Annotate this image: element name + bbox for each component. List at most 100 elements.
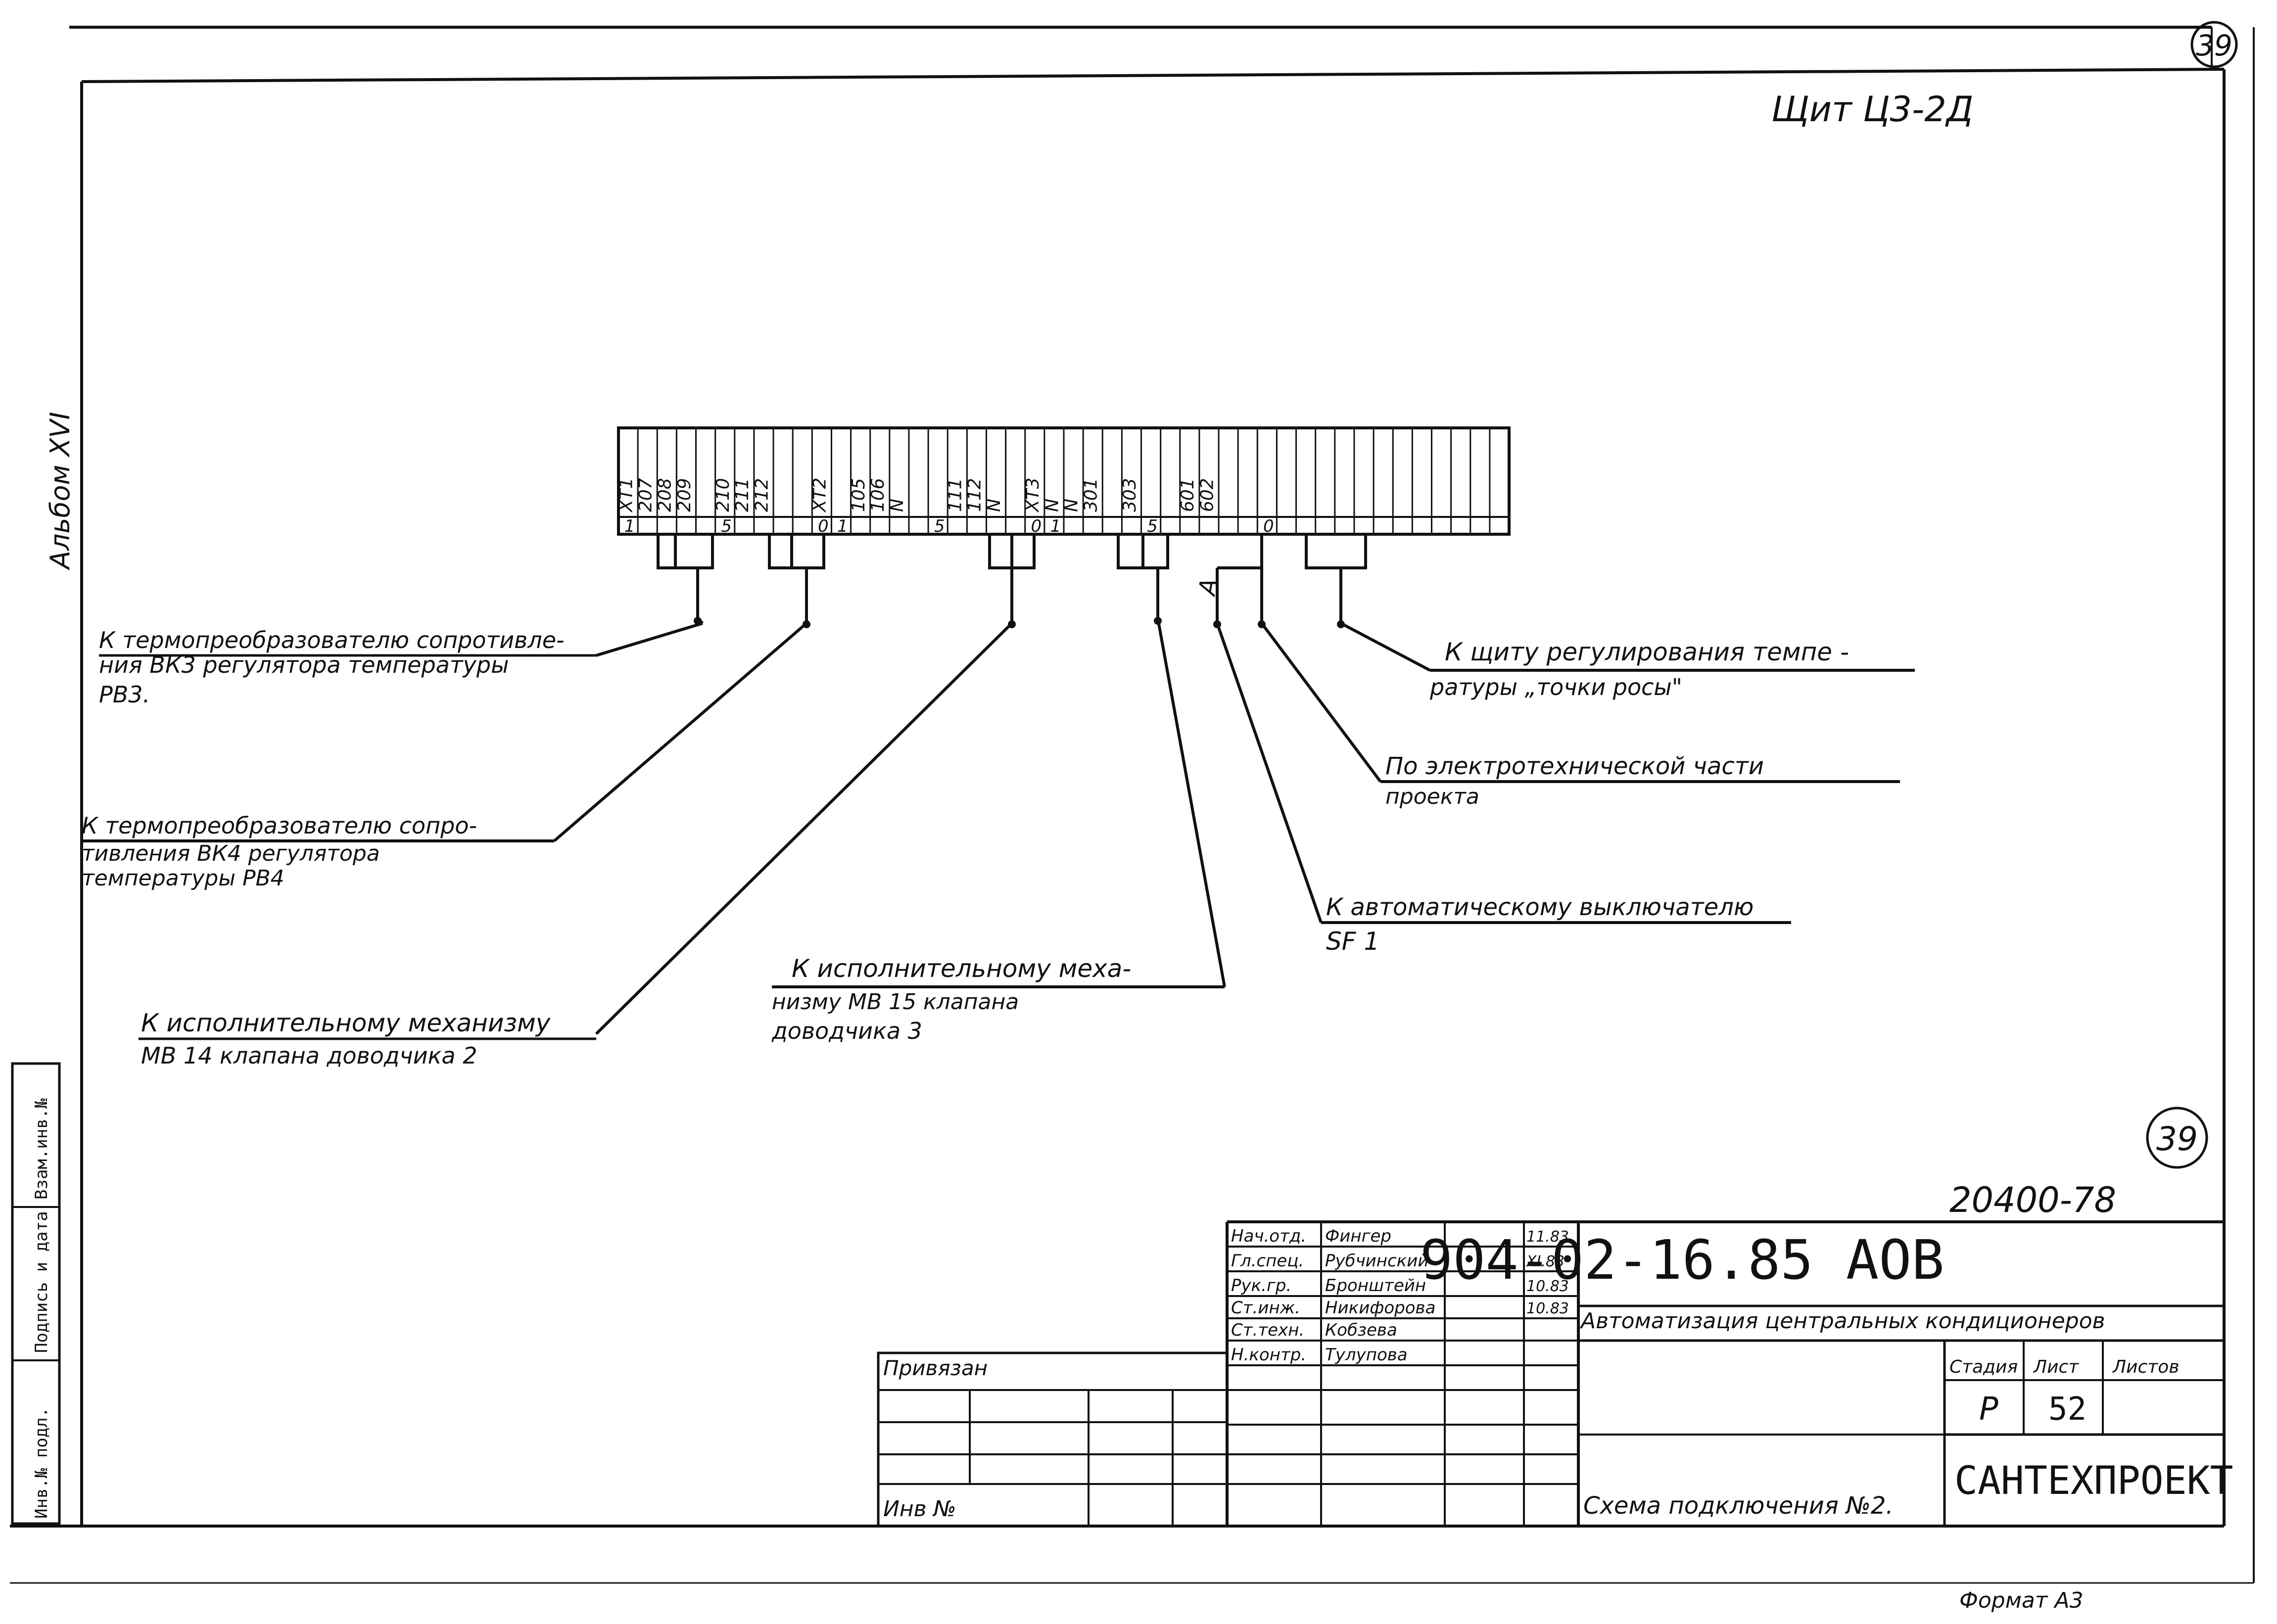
callout-3-line-1: К исполнительному механизму (141, 1009, 551, 1037)
terminal-top-label: 211 (732, 478, 753, 512)
callout-2: К термопреобразователю сопро- тивления В… (82, 812, 477, 891)
terminal-top-label: 111 (946, 478, 966, 512)
side-stamp-replace: Взам.инв.№ (32, 1098, 51, 1200)
callout-5-line-1: К щиту регулирования темпе - (1445, 638, 1849, 666)
terminal-bottom-label: 1 (1050, 516, 1061, 536)
privyazan-label: Привязан (883, 1356, 988, 1380)
callout-5-line-2: ратуры „точки росы" (1429, 674, 1682, 700)
callout-4-line-1: К исполнительному меха- (792, 954, 1131, 983)
doc-code: 904-02-16.85 АОВ (1420, 1228, 1945, 1292)
terminal-bottom-label: 1 (624, 516, 635, 536)
sheet-number-repeat: 39 (2156, 1120, 2198, 1158)
sheet-header: Лист (2033, 1357, 2079, 1377)
role-label: Н.контр. (1231, 1345, 1306, 1365)
terminal-top-label: 105 (849, 478, 869, 512)
role-date: 10.83 (1526, 1300, 1569, 1317)
callout-4-line-3: доводчика 3 (771, 1018, 922, 1044)
terminal-top-label: 210 (713, 478, 733, 512)
format-label: Формат А3 (1959, 1588, 2084, 1613)
callout-3-line-2: МВ 14 клапана доводчика 2 (141, 1042, 477, 1069)
terminal-bottom-label: 5 (934, 516, 945, 536)
terminal-top-label: 209 (674, 478, 695, 512)
callout-6-line-1: По электротехнической части (1385, 752, 1764, 780)
terminal-top-label: N (887, 499, 907, 512)
terminal-top-label: 601 (1178, 478, 1198, 512)
callout-2-line-2: тивления ВК4 регулятора (82, 841, 380, 866)
terminal-top-label: 212 (752, 478, 772, 512)
project-title: Автоматизация центральных кондиционеров (1579, 1308, 2105, 1334)
title-block (877, 1220, 2224, 1528)
panel-title: Щит Ц3-2Д (1771, 89, 1973, 130)
callout-1-line-2: ния ВК3 регулятора температуры (99, 651, 509, 678)
drawing-name: Схема подключения №2. (1583, 1492, 1894, 1520)
sheet-number-badge-repeat: 39 (2146, 1107, 2208, 1169)
role-name: Кобзева (1325, 1320, 1397, 1340)
terminal-bottom-label: 0 (818, 516, 829, 536)
role-date: 10.83 (1526, 1278, 1569, 1295)
role-date: XI.83 (1525, 1253, 1565, 1270)
sheet-value: 52 (2048, 1391, 2087, 1428)
terminal-bottom-label: 0 (1031, 516, 1042, 536)
sheet-number: 39 (2196, 29, 2232, 62)
sheet-frame (10, 26, 2255, 1584)
terminal-top-label: XT2 (810, 477, 830, 513)
callout-7-line-2: SF 1 (1326, 927, 1379, 956)
terminal-bottom-label: 5 (721, 516, 732, 536)
role-label: Ст.инж. (1231, 1298, 1300, 1318)
side-stamp: Инв.№ подл. Подпись и дата Взам.инв.№ (11, 1062, 61, 1525)
terminal-bottom-label: 1 (837, 516, 848, 536)
order-number: 20400-78 (1949, 1180, 2116, 1220)
wire-ends (694, 617, 1345, 628)
role-name: Фингер (1325, 1226, 1391, 1246)
terminal-top-label: XT3 (1023, 477, 1043, 513)
stage-value: Р (1979, 1391, 1998, 1428)
terminal-cells (637, 428, 1491, 534)
callout-4-line-2: низму МВ 15 клапана (772, 989, 1019, 1015)
terminal-top-label: 106 (868, 478, 888, 512)
role-name: Тулупова (1325, 1345, 1408, 1365)
terminal-top-label: 207 (636, 478, 656, 512)
terminal-top-label: 208 (655, 478, 675, 512)
organization: САНТЕХПРОЕКТ (1954, 1459, 2233, 1503)
callout-6: По электротехнической части проекта (1385, 752, 1764, 809)
stage-header: Стадия (1949, 1357, 2018, 1377)
callout-6-line-2: проекта (1385, 784, 1479, 809)
role-date: 11.83 (1526, 1228, 1569, 1246)
callout-2-line-1: К термопреобразователю сопро- (82, 812, 477, 839)
callout-7: К автоматическому выключателю SF 1 (1326, 893, 1754, 956)
callout-5: К щиту регулирования темпе - ратуры „точ… (1429, 638, 1849, 700)
side-stamp-inv: Инв.№ подл. (32, 1407, 51, 1519)
terminal-top-label: 602 (1197, 478, 1217, 512)
terminal-bottom-label: 5 (1147, 516, 1158, 536)
terminal-top-label: N (1042, 499, 1062, 512)
terminal-top-label: 112 (965, 478, 985, 512)
inv-no-label: Инв № (883, 1496, 956, 1522)
terminal-top-label: 303 (1120, 478, 1140, 512)
sheets-header: Листов (2112, 1357, 2179, 1377)
callout-1-line-1: К термопреобразователю сопротивле- (99, 627, 565, 653)
terminal-bottom-label: 0 (1263, 516, 1274, 536)
role-name: Рубчинский (1325, 1251, 1428, 1271)
callout-7-line-1: К автоматическому выключателю (1326, 893, 1754, 921)
callout-4: К исполнительному меха- низму МВ 15 клап… (771, 954, 1131, 1044)
role-name: Бронштейн (1325, 1276, 1426, 1296)
terminal-top-label: N (1061, 499, 1082, 512)
marker-a: А (1193, 576, 1223, 599)
callout-1-line-3: РВ3. (99, 681, 150, 708)
terminal-top-label: 301 (1081, 478, 1101, 512)
role-label: Нач.отд. (1231, 1226, 1306, 1246)
callout-1: К термопреобразователю сопротивле- ния В… (99, 627, 596, 708)
role-name: Никифорова (1325, 1298, 1435, 1318)
callout-2-line-3: температуры РВ4 (82, 866, 285, 891)
wiring (82, 534, 1915, 1035)
side-stamp-sign: Подпись и дата (32, 1211, 51, 1353)
role-label: Рук.гр. (1231, 1276, 1291, 1296)
terminal-top-label: N (984, 499, 1004, 512)
album-label: Альбом XVI (45, 412, 76, 570)
terminal-top-label: XT1 (616, 477, 636, 513)
